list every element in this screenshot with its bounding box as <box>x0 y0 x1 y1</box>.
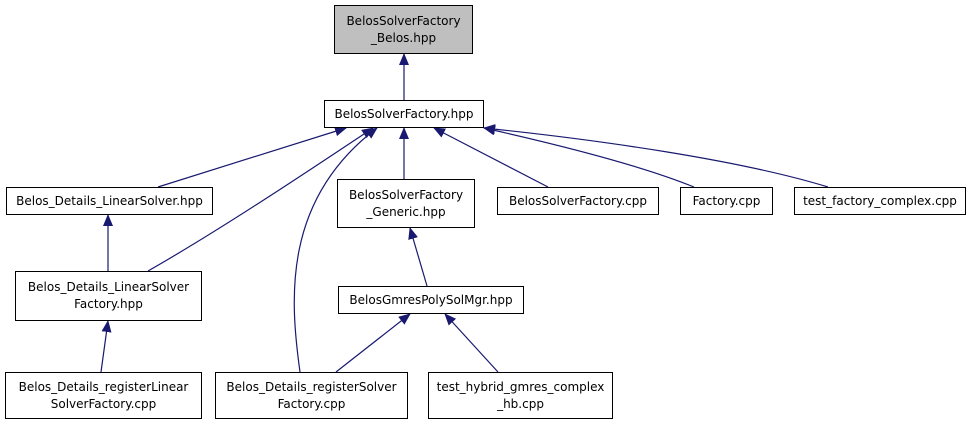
edge-n6-to-n1 <box>483 124 829 188</box>
graph-node-label: Factory.hpp <box>74 297 143 311</box>
graph-node-n4[interactable]: BelosSolverFactory.cpp <box>497 187 659 215</box>
graph-node-label: BelosSolverFactory <box>348 187 464 202</box>
graph-node-label: BelosGmresPolySolMgr.hpp <box>349 292 513 307</box>
edge-n10-to-n1 <box>293 127 378 373</box>
graph-node-label: _Belos.hpp <box>370 30 437 45</box>
edge-n5-to-n1 <box>483 125 695 188</box>
graph-node-label: test_factory_complex.cpp <box>803 193 957 208</box>
graph-node-label: Factory.cpp <box>277 396 346 411</box>
graph-node-n8[interactable]: BelosGmresPolySolMgr.hpp <box>338 286 524 314</box>
edge-n11-to-n8 <box>444 313 499 373</box>
graph-node-n3[interactable]: BelosSolverFactory _Generic.hpp <box>337 179 475 228</box>
graph-node-label: Belos_Details_registerLinear <box>18 379 189 394</box>
edge-n9-to-n7 <box>100 320 112 373</box>
graph-node-n1[interactable]: BelosSolverFactory.hpp <box>324 100 484 128</box>
graph-node-n5[interactable]: Factory.cpp <box>680 187 773 215</box>
graph-node-label: Factory.cpp <box>692 193 761 208</box>
graph-node-label: test_hybrid_gmres_complex <box>436 379 605 394</box>
edge-n2-to-n1 <box>157 126 347 188</box>
graph-node-label: Belos_Details_LinearSolver.hpp <box>16 193 203 208</box>
graph-node-label: SolverFactory.cpp <box>50 396 157 411</box>
graph-node-label: Belos_Details_LinearSolver <box>27 280 190 294</box>
edge-n8-to-n3 <box>408 227 428 287</box>
graph-node-label: BelosSolverFactory.hpp <box>334 106 474 121</box>
graph-node-label: BelosSolverFactory <box>346 13 461 28</box>
graph-node-n2[interactable]: Belos_Details_LinearSolver.hpp <box>6 187 213 215</box>
edge-layer <box>100 53 829 373</box>
graph-node-n0: BelosSolverFactory _Belos.hpp <box>334 5 473 54</box>
graph-node-n11[interactable]: test_hybrid_gmres_complex _hb.cpp <box>428 372 613 419</box>
graph-node-label: _Generic.hpp <box>366 204 446 219</box>
graph-node-label: BelosSolverFactory.cpp <box>508 193 648 208</box>
edge-n4-to-n1 <box>433 127 549 188</box>
edge-n10-to-n8 <box>335 313 411 373</box>
edge-n7-to-n1 <box>147 127 374 272</box>
graph-node-label: _hb.cpp <box>497 396 544 411</box>
graph-node-label: Belos_Details_registerSolver <box>226 379 397 394</box>
graph-node-n6[interactable]: test_factory_complex.cpp <box>794 187 966 215</box>
